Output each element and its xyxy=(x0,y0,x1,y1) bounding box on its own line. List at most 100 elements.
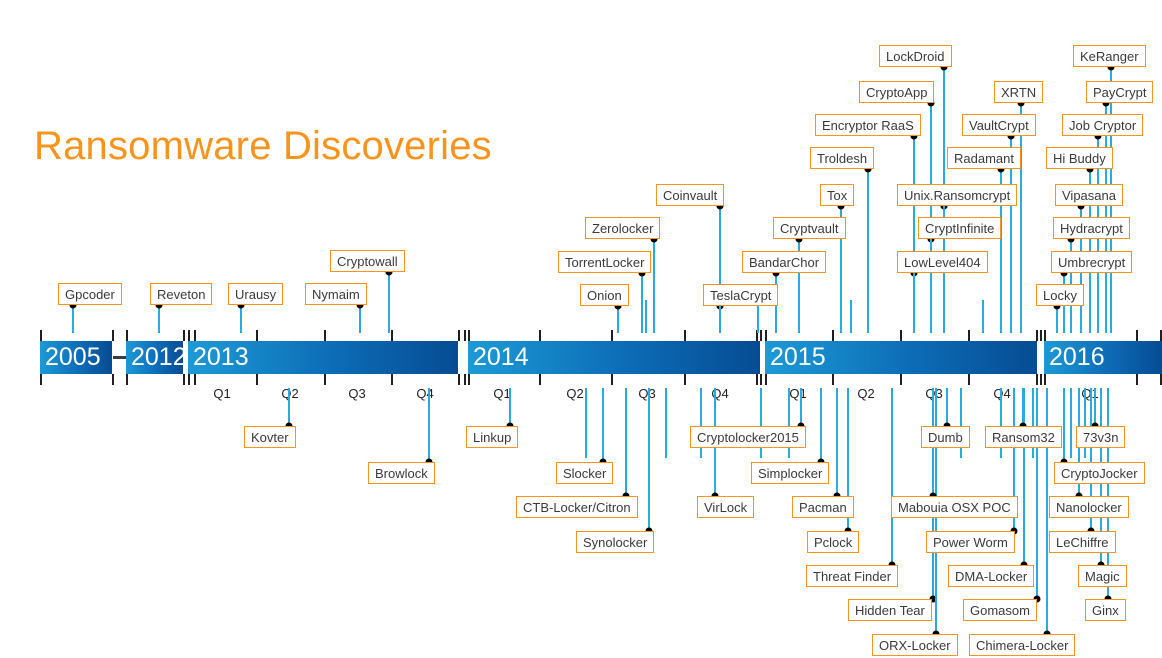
event-label-box[interactable]: TorrentLocker xyxy=(558,251,652,273)
event-label-box[interactable]: Mabouia OSX POC xyxy=(891,496,1018,518)
axis-tick xyxy=(40,374,42,385)
event-label-box[interactable]: Hidden Tear xyxy=(848,599,932,621)
event-label-box[interactable]: 73v3n xyxy=(1076,426,1126,448)
event-label-box[interactable]: VaultCrypt xyxy=(962,114,1036,136)
event-stem xyxy=(757,300,759,333)
event-label-box[interactable]: Cryptvault xyxy=(773,217,846,239)
event-marker-dot xyxy=(356,301,364,309)
event-label-box[interactable]: Pclock xyxy=(807,531,860,553)
event-marker-dot xyxy=(772,269,780,277)
event-label-box[interactable]: LowLevel404 xyxy=(897,251,988,273)
axis-tick xyxy=(765,330,767,341)
event-label-box[interactable]: BandarChor xyxy=(742,251,827,273)
event-label-box[interactable]: Locky xyxy=(1036,284,1084,306)
axis-tick xyxy=(194,374,196,385)
event-label-box[interactable]: Power Worm xyxy=(926,531,1015,553)
quarter-label: Q3 xyxy=(925,386,943,401)
event-marker-dot xyxy=(997,165,1005,173)
event-label-box[interactable]: Reveton xyxy=(150,283,213,305)
event-stem xyxy=(602,388,604,462)
axis-tick xyxy=(112,330,114,341)
event-label-box[interactable]: Browlock xyxy=(368,462,435,484)
event-stem xyxy=(388,272,390,333)
axis-tick xyxy=(900,374,902,385)
event-marker-dot xyxy=(1033,595,1041,603)
event-marker-dot xyxy=(927,99,935,107)
event-marker-dot xyxy=(1086,165,1094,173)
event-label-box[interactable]: Gomasom xyxy=(963,599,1037,621)
axis-tick xyxy=(324,330,326,341)
event-label-box[interactable]: VirLock xyxy=(697,496,755,518)
axis-tick xyxy=(194,330,196,341)
event-label-box[interactable]: Synolocker xyxy=(576,531,655,553)
event-label-box[interactable]: PayCrypt xyxy=(1086,81,1154,103)
event-label-box[interactable]: Ginx xyxy=(1085,599,1126,621)
event-label-box[interactable]: Cryptowall xyxy=(330,250,405,272)
axis-tick xyxy=(464,374,466,385)
event-label-box[interactable]: Nymaim xyxy=(305,283,367,305)
event-label-box[interactable]: Gpcoder xyxy=(58,283,122,305)
event-label-box[interactable]: Coinvault xyxy=(656,184,725,206)
event-label-box[interactable]: XRTN xyxy=(994,81,1044,103)
event-label-box[interactable]: Hi Buddy xyxy=(1046,147,1113,169)
event-label-box[interactable]: Onion xyxy=(580,284,629,306)
event-label-box[interactable]: Cryptolocker2015 xyxy=(690,426,806,448)
event-label-box[interactable]: Dumb xyxy=(921,426,970,448)
event-label-box[interactable]: Encryptor RaaS xyxy=(815,114,921,136)
event-stem xyxy=(288,388,290,426)
axis-tick xyxy=(1160,374,1162,385)
event-label-box[interactable]: Linkup xyxy=(466,426,519,448)
event-stem xyxy=(1036,388,1038,599)
event-label-box[interactable]: Threat Finder xyxy=(806,565,899,587)
axis-segment-2013: 2013 xyxy=(188,341,458,374)
event-stem xyxy=(946,388,948,426)
event-marker-dot xyxy=(1094,132,1102,140)
event-label-box[interactable]: CryptInfinite xyxy=(918,217,1002,239)
event-stem xyxy=(719,206,721,333)
event-label-box[interactable]: Chimera-Locker xyxy=(969,634,1076,656)
event-stem xyxy=(1023,388,1025,565)
event-label-box[interactable]: Vipasana xyxy=(1055,184,1123,206)
event-label-box[interactable]: LeChiffre xyxy=(1049,531,1116,553)
event-marker-dot xyxy=(69,301,77,309)
axis-tick xyxy=(832,374,834,385)
axis-tick xyxy=(112,374,114,385)
event-label-box[interactable]: Radamant xyxy=(947,147,1021,169)
event-marker-dot xyxy=(910,132,918,140)
event-label-box[interactable]: Troldesh xyxy=(810,147,875,169)
event-label-box[interactable]: Simplocker xyxy=(751,462,830,484)
event-label-box[interactable]: Kovter xyxy=(244,426,296,448)
event-label-box[interactable]: KeRanger xyxy=(1073,45,1146,67)
event-stem xyxy=(800,388,802,426)
event-label-box[interactable]: LockDroid xyxy=(879,45,952,67)
axis-tick xyxy=(760,374,762,385)
event-label-box[interactable]: TeslaCrypt xyxy=(703,284,779,306)
event-stem xyxy=(158,305,160,333)
event-label-box[interactable]: CryptoJocker xyxy=(1054,462,1145,484)
event-label-box[interactable]: Unix.Ransomcrypt xyxy=(897,184,1018,206)
event-marker-dot xyxy=(1067,235,1075,243)
event-label-box[interactable]: Nanolocker xyxy=(1049,496,1129,518)
event-label-box[interactable]: CTB-Locker/Citron xyxy=(516,496,638,518)
event-label-box[interactable]: Tox xyxy=(820,184,855,206)
event-stem xyxy=(1063,388,1065,462)
event-label-box[interactable]: CryptoApp xyxy=(859,81,935,103)
axis-tick xyxy=(324,374,326,385)
event-label-box[interactable]: Slocker xyxy=(556,462,614,484)
event-label-box[interactable]: Job Cryptor xyxy=(1062,114,1144,136)
event-marker-dot xyxy=(237,301,245,309)
event-label-box[interactable]: Ransom32 xyxy=(985,426,1062,448)
event-label-box[interactable]: Zerolocker xyxy=(585,217,661,239)
event-label-box[interactable]: Hydracrypt xyxy=(1053,217,1130,239)
event-stem xyxy=(72,305,74,333)
event-stem xyxy=(625,388,627,496)
event-label-box[interactable]: Umbrecrypt xyxy=(1051,251,1133,273)
event-stem xyxy=(1022,388,1024,426)
event-label-box[interactable]: DMA-Locker xyxy=(948,565,1035,587)
event-label-box[interactable]: ORX-Locker xyxy=(872,634,958,656)
event-stem xyxy=(428,388,430,462)
event-label-box[interactable]: Urausy xyxy=(228,283,284,305)
axis-tick xyxy=(1044,374,1046,385)
event-label-box[interactable]: Pacman xyxy=(792,496,854,518)
event-label-box[interactable]: Magic xyxy=(1078,565,1127,587)
